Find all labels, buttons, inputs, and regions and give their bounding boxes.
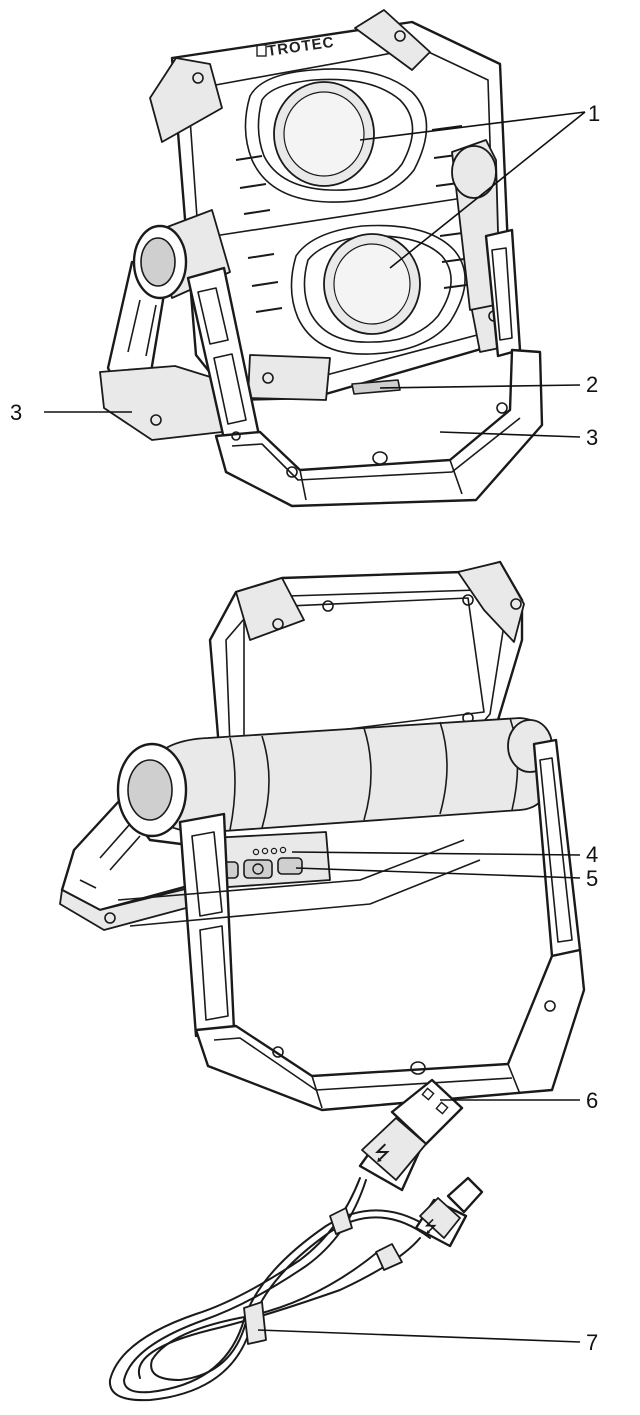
light-head-panel [170,20,514,402]
led-lens-lower [290,224,466,355]
corner-guard-top-left [149,57,223,143]
power-button [243,859,273,879]
rear-view-left-arm [178,812,236,1038]
rear-view [59,560,586,1112]
led-lens-upper [244,68,428,203]
leader-3b [439,431,581,438]
rear-cylinder-bar [116,717,553,838]
callout-2: 2 [586,372,598,397]
leader-5 [295,867,581,879]
callout-3-left: 3 [10,400,22,425]
front-view: TROTEC [99,9,544,508]
leader-1a [359,111,586,141]
usb-symbol-icon: ⭍ [374,1141,391,1165]
leader-4 [291,851,581,856]
callout-4: 4 [586,842,598,867]
cooling-slots [235,125,475,313]
callout-leaders [44,111,586,1343]
callout-1: 1 [588,101,600,126]
control-panel [209,831,331,889]
usb-cable: ⭍ ⭍ [108,1078,484,1402]
callout-5: 5 [586,866,598,891]
rear-view-handle [194,948,586,1112]
callout-labels: 1 2 3 3 4 5 6 7 [10,101,600,1355]
corner-guard-top-right [354,9,431,71]
usb-a-connector: ⭍ [358,1078,464,1192]
leader-2 [379,384,581,389]
leader-1b [389,111,586,269]
switch-slot [351,379,401,395]
left-foot [99,365,223,441]
callout-3-right: 3 [586,425,598,450]
micro-usb-connector: ⭍ [414,1176,484,1248]
usb-symbol-icon-small: ⭍ [424,1217,437,1236]
front-handle [214,348,544,508]
leader-7 [257,1329,581,1343]
battery-indicator-leds [252,846,287,856]
callout-7: 7 [586,1330,598,1355]
plus-button [277,857,303,875]
callout-6: 6 [586,1088,598,1113]
